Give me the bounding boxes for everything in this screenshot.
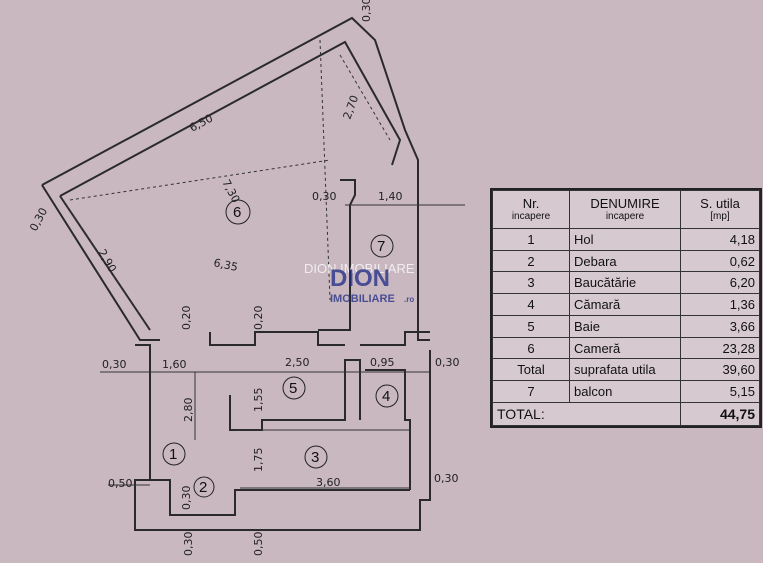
dim-label: 0,50	[252, 532, 265, 557]
dim-label: 0,30	[27, 206, 50, 234]
header-name: DENUMIRE incapere	[569, 190, 681, 229]
room-6-wall	[318, 179, 356, 331]
total-row: TOTAL: 44,75	[492, 401, 760, 427]
dim-label: 6,35	[212, 256, 239, 274]
middle-wall	[209, 331, 345, 346]
room-number: 5	[289, 380, 297, 397]
dim-label: 2,50	[285, 356, 310, 369]
row-name: Debara	[569, 249, 681, 273]
balcony-nr: 7	[492, 380, 570, 403]
header-area: S. utila [mp]	[680, 190, 760, 229]
dim-label: 0,20	[252, 306, 265, 331]
dim-label: 0,30	[435, 356, 460, 369]
dim-label: 0,30	[182, 532, 195, 557]
total-area: 44,75	[680, 401, 760, 427]
row-name: Cămară	[569, 293, 681, 316]
row-name: Hol	[569, 228, 681, 251]
subtotal-area: 39,60	[680, 358, 760, 382]
balcony-area: 5,15	[680, 380, 760, 403]
dim-label: 3,60	[316, 476, 341, 489]
row-area: 23,28	[680, 336, 760, 360]
logo-suffix-text: .ro	[404, 295, 414, 304]
row-nr: 4	[492, 293, 570, 316]
dim-label: 0,30	[360, 0, 373, 22]
row-area: 3,66	[680, 314, 760, 338]
dim-label: 7,30	[219, 177, 242, 205]
room-number: 6	[233, 204, 241, 221]
room-number: 3	[311, 449, 319, 466]
room-number: 7	[377, 238, 385, 255]
dim-label: 2,80	[182, 398, 195, 423]
room-number: 1	[169, 446, 177, 463]
dim-label: 0,30	[180, 486, 193, 511]
table-row: 2 Debara 0,62	[492, 249, 760, 273]
pantry-wall	[365, 369, 411, 490]
logo-top-text: DION	[330, 265, 390, 292]
room-number: 2	[199, 479, 207, 496]
row-area: 1,36	[680, 293, 760, 316]
dim-label: 1,60	[162, 358, 187, 371]
table-row: 6 Cameră 23,28	[492, 336, 760, 360]
dim-label: 2,70	[341, 94, 362, 121]
row-name: Baie	[569, 314, 681, 338]
dim-label: 0,30	[102, 358, 127, 371]
row-area: 4,18	[680, 228, 760, 251]
table-row: 4 Cămară 1,36	[492, 293, 760, 316]
balcony-name: balcon	[569, 380, 681, 403]
row-nr: 3	[492, 271, 570, 295]
row-nr: 6	[492, 336, 570, 360]
table-row: 1 Hol 4,18	[492, 228, 760, 251]
watermark-logo: DION IMOBILIARE DION IMOBILIARE .ro	[304, 261, 415, 305]
row-nr: 2	[492, 249, 570, 273]
row-nr: 5	[492, 314, 570, 338]
hall-left-wall	[134, 344, 431, 531]
dim-label: 0,30	[434, 472, 459, 485]
room-number: 4	[382, 388, 390, 405]
kitchen-bottom-wall	[150, 479, 410, 516]
subtotal-row: Total suprafata utila 39,60	[492, 358, 760, 382]
total-label: TOTAL:	[492, 401, 681, 427]
balcony-row: 7 balcon 5,15	[492, 380, 760, 403]
dim-label: 2,90	[95, 247, 119, 275]
dim-label: 0,95	[370, 356, 395, 369]
dim-label: 1,75	[252, 448, 265, 473]
row-name: Baucătărie	[569, 271, 681, 295]
balcony-outer-wall	[41, 16, 419, 200]
dim-label: 0,30	[312, 190, 337, 203]
table-row: 5 Baie 3,66	[492, 314, 760, 338]
dim-label: 1,55	[252, 388, 265, 413]
header-nr: Nr. incapere	[492, 190, 570, 229]
balcony-inner-wall	[59, 40, 402, 197]
watermark-text: DION IMOBILIARE	[304, 261, 415, 276]
table-row: 3 Baucătărie 6,20	[492, 271, 760, 295]
row-name: Cameră	[569, 336, 681, 360]
area-table: Nr. incapere DENUMIRE incapere S. utila …	[490, 188, 762, 428]
dim-label: 0,50	[108, 477, 133, 490]
subtotal-label: Total	[492, 358, 570, 382]
middle-wall-right	[360, 331, 430, 346]
row-area: 6,20	[680, 271, 760, 295]
balcony-left-wall	[41, 184, 160, 341]
room-6-right-wall	[417, 200, 430, 341]
dim-label: 0,20	[180, 306, 193, 331]
row-nr: 1	[492, 228, 570, 251]
row-area: 0,62	[680, 249, 760, 273]
subtotal-name: suprafata utila	[569, 358, 681, 382]
dim-label: 1,40	[378, 190, 403, 203]
logo-bottom-text: IMOBILIARE	[330, 293, 395, 305]
